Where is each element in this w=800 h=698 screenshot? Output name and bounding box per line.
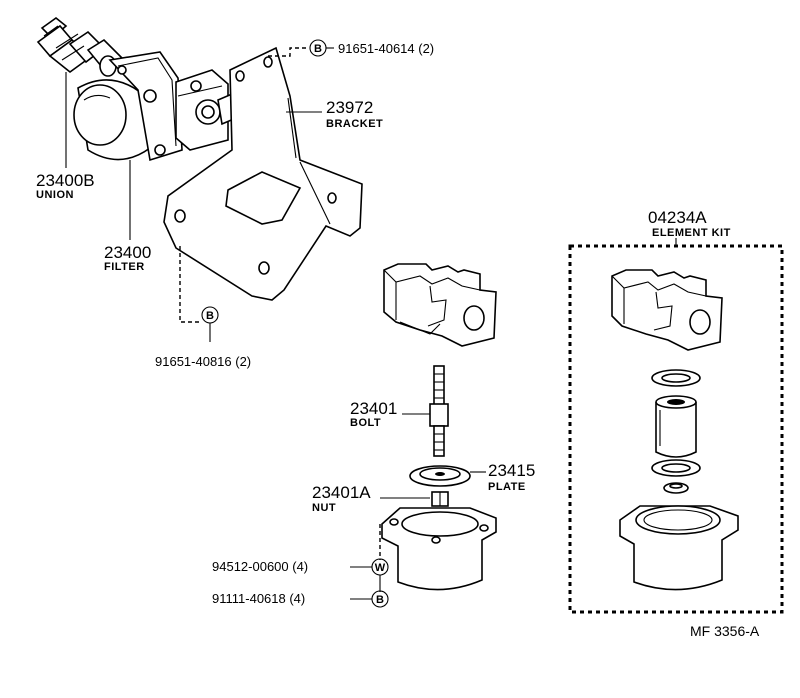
bolt-part-number: 23401 bbox=[350, 399, 397, 418]
bracket-part-name: BRACKET bbox=[326, 118, 383, 130]
filter-housing bbox=[73, 51, 237, 162]
bracket-part-number: 23972 bbox=[326, 98, 373, 117]
svg-text:B: B bbox=[314, 43, 322, 55]
svg-text:B: B bbox=[206, 310, 214, 322]
plate-part-number: 23415 bbox=[488, 461, 535, 480]
kit-filter-element bbox=[655, 395, 697, 458]
washer-w-icon: W bbox=[371, 558, 389, 576]
nut-part-number: 23401A bbox=[312, 483, 371, 502]
kit-spring bbox=[663, 482, 689, 494]
nut-part-name: NUT bbox=[312, 502, 336, 514]
top-bolt-callout: 91651-40614 (2) bbox=[338, 41, 434, 56]
center-bolt bbox=[429, 365, 449, 457]
kit-bowl bbox=[619, 505, 739, 591]
diagram-reference: MF 3356-A bbox=[690, 623, 760, 639]
bottom-bolt-callout: 91651-40816 (2) bbox=[155, 354, 251, 369]
kit-top-seal bbox=[651, 369, 701, 387]
filter-bowl bbox=[381, 507, 497, 591]
bracket bbox=[163, 46, 363, 301]
filter-part-number: 23400 bbox=[104, 243, 151, 262]
kit-part-number: 04234A bbox=[648, 208, 707, 227]
bolt-b-icon: B bbox=[309, 39, 327, 57]
bolt-part-name: BOLT bbox=[350, 417, 381, 429]
plate-part-name: PLATE bbox=[488, 481, 526, 493]
filter-part-name: FILTER bbox=[104, 261, 145, 273]
washer-callout: 94512-00600 (4) bbox=[212, 559, 308, 574]
nut bbox=[431, 491, 449, 507]
kit-cap-block bbox=[611, 269, 723, 351]
union-part-number: 23400B bbox=[36, 171, 95, 190]
top-bolt-dashed-leader bbox=[268, 47, 308, 57]
svg-text:B: B bbox=[376, 594, 384, 606]
svg-text:W: W bbox=[375, 562, 386, 574]
union-fitting bbox=[36, 16, 124, 77]
filter-cap-block bbox=[383, 263, 497, 347]
plate bbox=[409, 465, 471, 487]
small-bolt-callout: 91111-40618 (4) bbox=[212, 591, 305, 606]
kit-part-name: ELEMENT KIT bbox=[652, 227, 731, 239]
bolt-b-icon: B bbox=[371, 590, 389, 608]
bolt-b-icon: B bbox=[201, 306, 219, 324]
union-part-name: UNION bbox=[36, 189, 74, 201]
kit-bottom-seal bbox=[651, 459, 701, 477]
